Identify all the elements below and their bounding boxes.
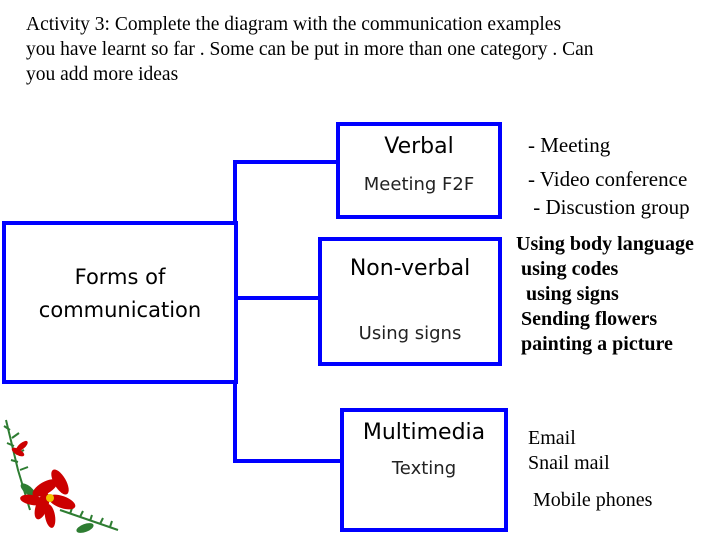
instructions-line-1: Activity 3: Complete the diagram with th… bbox=[26, 14, 562, 35]
idea-item: Sending flowers bbox=[516, 308, 658, 330]
poinsettia-decoration-icon bbox=[3, 419, 119, 533]
idea-item: using codes bbox=[516, 258, 619, 280]
instructions-line-3: you add more ideas bbox=[26, 64, 179, 85]
ideas-list-multimedia: Email Snail mail Mobile phones bbox=[528, 426, 652, 513]
idea-item: using signs bbox=[516, 283, 619, 305]
idea-item: - Video conference bbox=[528, 167, 688, 191]
idea-item: Mobile phones bbox=[528, 489, 653, 511]
root-node-label: Forms of communication bbox=[6, 261, 234, 327]
root-label-line-1: Forms of bbox=[74, 265, 166, 289]
root-node-forms-of-communication: Forms of communication bbox=[2, 221, 238, 384]
category-title-nonverbal: Non-verbal bbox=[349, 256, 471, 281]
category-example-verbal: Meeting F2F bbox=[363, 174, 475, 195]
idea-item: Using body language bbox=[516, 233, 694, 255]
activity-instructions: Activity 3: Complete the diagram with th… bbox=[26, 12, 706, 87]
category-title-multimedia: Multimedia bbox=[362, 420, 486, 445]
idea-item: Email bbox=[528, 427, 576, 449]
category-title-verbal: Verbal bbox=[384, 134, 454, 159]
category-node-nonverbal: Non-verbal Using signs bbox=[318, 237, 502, 366]
connector-verbal bbox=[233, 160, 336, 164]
category-example-nonverbal: Using signs bbox=[358, 323, 462, 344]
idea-item: Snail mail bbox=[528, 452, 610, 474]
category-example-multimedia: Texting bbox=[391, 458, 457, 479]
ideas-list-nonverbal: Using body language using codes using si… bbox=[516, 232, 694, 357]
idea-item: - Meeting bbox=[528, 133, 611, 157]
category-node-verbal: Verbal Meeting F2F bbox=[336, 122, 502, 219]
category-node-multimedia: Multimedia Texting bbox=[340, 408, 508, 532]
instructions-line-2: you have learnt so far . Some can be put… bbox=[26, 39, 594, 60]
idea-item: painting a picture bbox=[516, 333, 673, 355]
idea-item: - Discustion group bbox=[528, 195, 690, 219]
connector-multimedia bbox=[233, 459, 340, 463]
root-label-line-2: communication bbox=[38, 298, 202, 322]
connector-nonverbal bbox=[233, 296, 318, 300]
ideas-list-verbal: - Meeting - Video conference - Discustio… bbox=[528, 130, 690, 221]
